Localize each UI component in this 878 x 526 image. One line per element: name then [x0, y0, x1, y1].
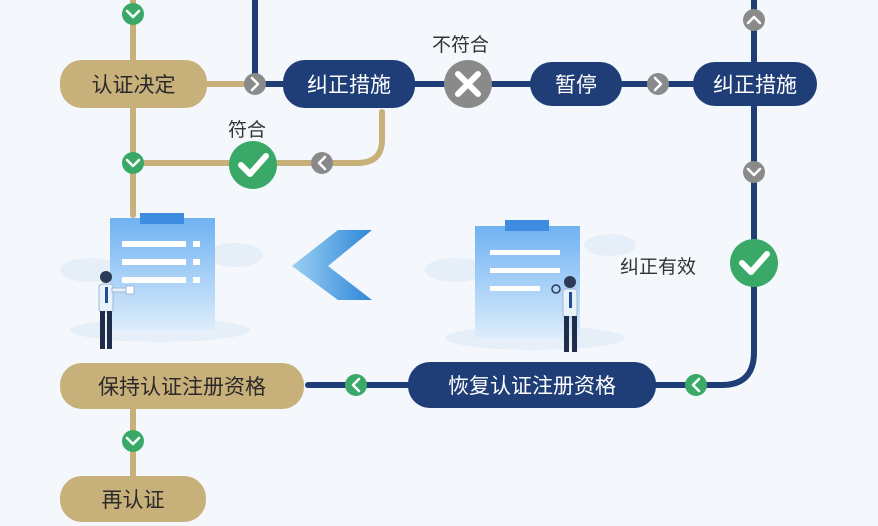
clipboard-illustration-right: [475, 220, 580, 338]
nonconform-label: 不符合: [432, 34, 490, 56]
arrow-down-icon: [122, 152, 144, 174]
suspend-node: 暂停: [530, 62, 622, 106]
corrective-actions-node-2: 纠正措施: [693, 62, 817, 106]
person-illustration-left: [98, 271, 135, 349]
arrow-up-icon: [743, 9, 765, 31]
recertification-node: 再认证: [60, 476, 206, 522]
arrow-right-icon: [647, 73, 669, 95]
arrow-down-icon: [122, 430, 144, 452]
arrow-right-icon: [244, 73, 266, 95]
arrow-down-icon: [122, 3, 144, 25]
cross-icon: [444, 60, 492, 108]
check-icon: [730, 239, 778, 287]
check-icon: [229, 141, 277, 189]
restore-registration-node: 恢复认证注册资格: [408, 362, 656, 408]
conform-label: 符合: [228, 119, 267, 141]
clipboard-illustration-left: [110, 213, 215, 330]
corrective-actions-node: 纠正措施: [283, 60, 415, 108]
arrow-down-icon: [743, 161, 765, 183]
arrow-left-icon: [685, 374, 707, 396]
chevron-left-decoration: [292, 230, 372, 300]
maintain-registration-node: 保持认证注册资格: [60, 363, 304, 409]
arrow-left-icon: [311, 152, 333, 174]
person-illustration-right: [551, 276, 578, 352]
correction-effective-label: 纠正有效: [620, 256, 697, 278]
arrow-left-icon: [345, 374, 367, 396]
certification-decision-node: 认证决定: [60, 60, 207, 108]
